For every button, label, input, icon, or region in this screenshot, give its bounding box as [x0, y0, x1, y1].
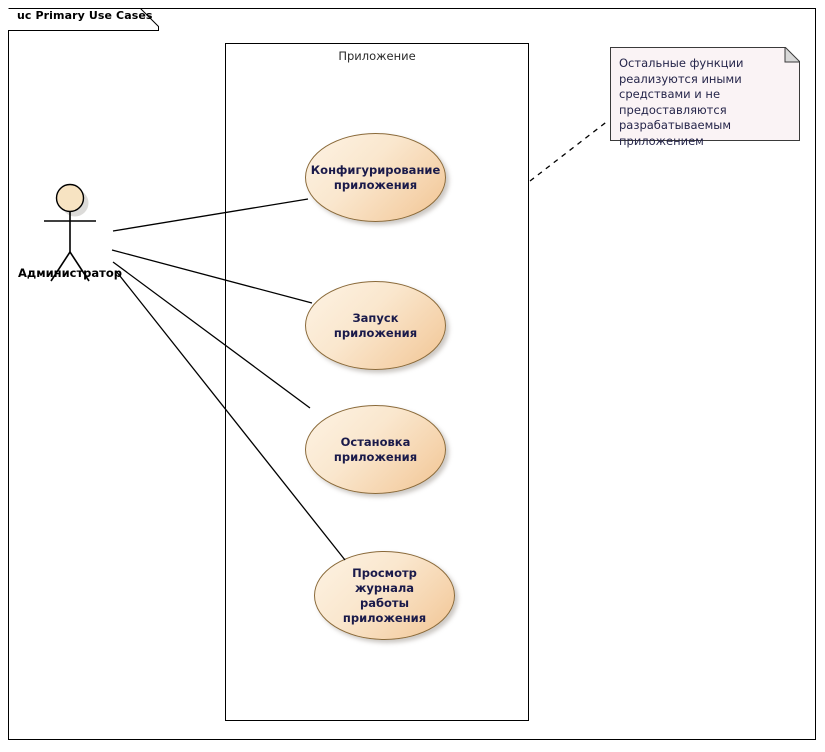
system-boundary-label: Приложение [338, 49, 416, 63]
association-line-configure [112, 198, 309, 232]
diagram-title-label: uc Primary Use Cases [17, 9, 153, 22]
note-fold-triangle [784, 47, 800, 63]
use-case-view-log[interactable]: Просмотр журнала работы приложения [314, 551, 455, 640]
stick-figure-actor-icon [44, 183, 96, 282]
actor-left-leg [50, 251, 71, 282]
association-line-start [111, 249, 313, 304]
actor-label: Администратор [18, 266, 122, 280]
association-line-stop [112, 261, 311, 409]
use-case-configure[interactable]: Конфигурирование приложения [305, 133, 446, 222]
note-fold-icon [784, 47, 800, 63]
use-case-stop-label: Остановка приложения [333, 434, 418, 464]
note-anchor-line [529, 119, 610, 182]
use-case-start-label: Запуск приложения [333, 310, 418, 340]
use-case-view-log-label: Просмотр журнала работы приложения [342, 565, 427, 625]
use-case-start[interactable]: Запуск приложения [305, 281, 446, 370]
note-body [610, 47, 800, 141]
association-line-viewlog [115, 270, 346, 561]
note[interactable]: Остальные функции реализуются иными сред… [610, 47, 803, 148]
system-boundary [225, 43, 529, 721]
actor-right-leg [69, 251, 90, 282]
use-case-stop[interactable]: Остановка приложения [305, 405, 446, 494]
use-case-configure-label: Конфигурирование приложения [310, 162, 441, 192]
note-text: Остальные функции реализуются иными сред… [619, 56, 744, 148]
actor-head [55, 183, 85, 213]
